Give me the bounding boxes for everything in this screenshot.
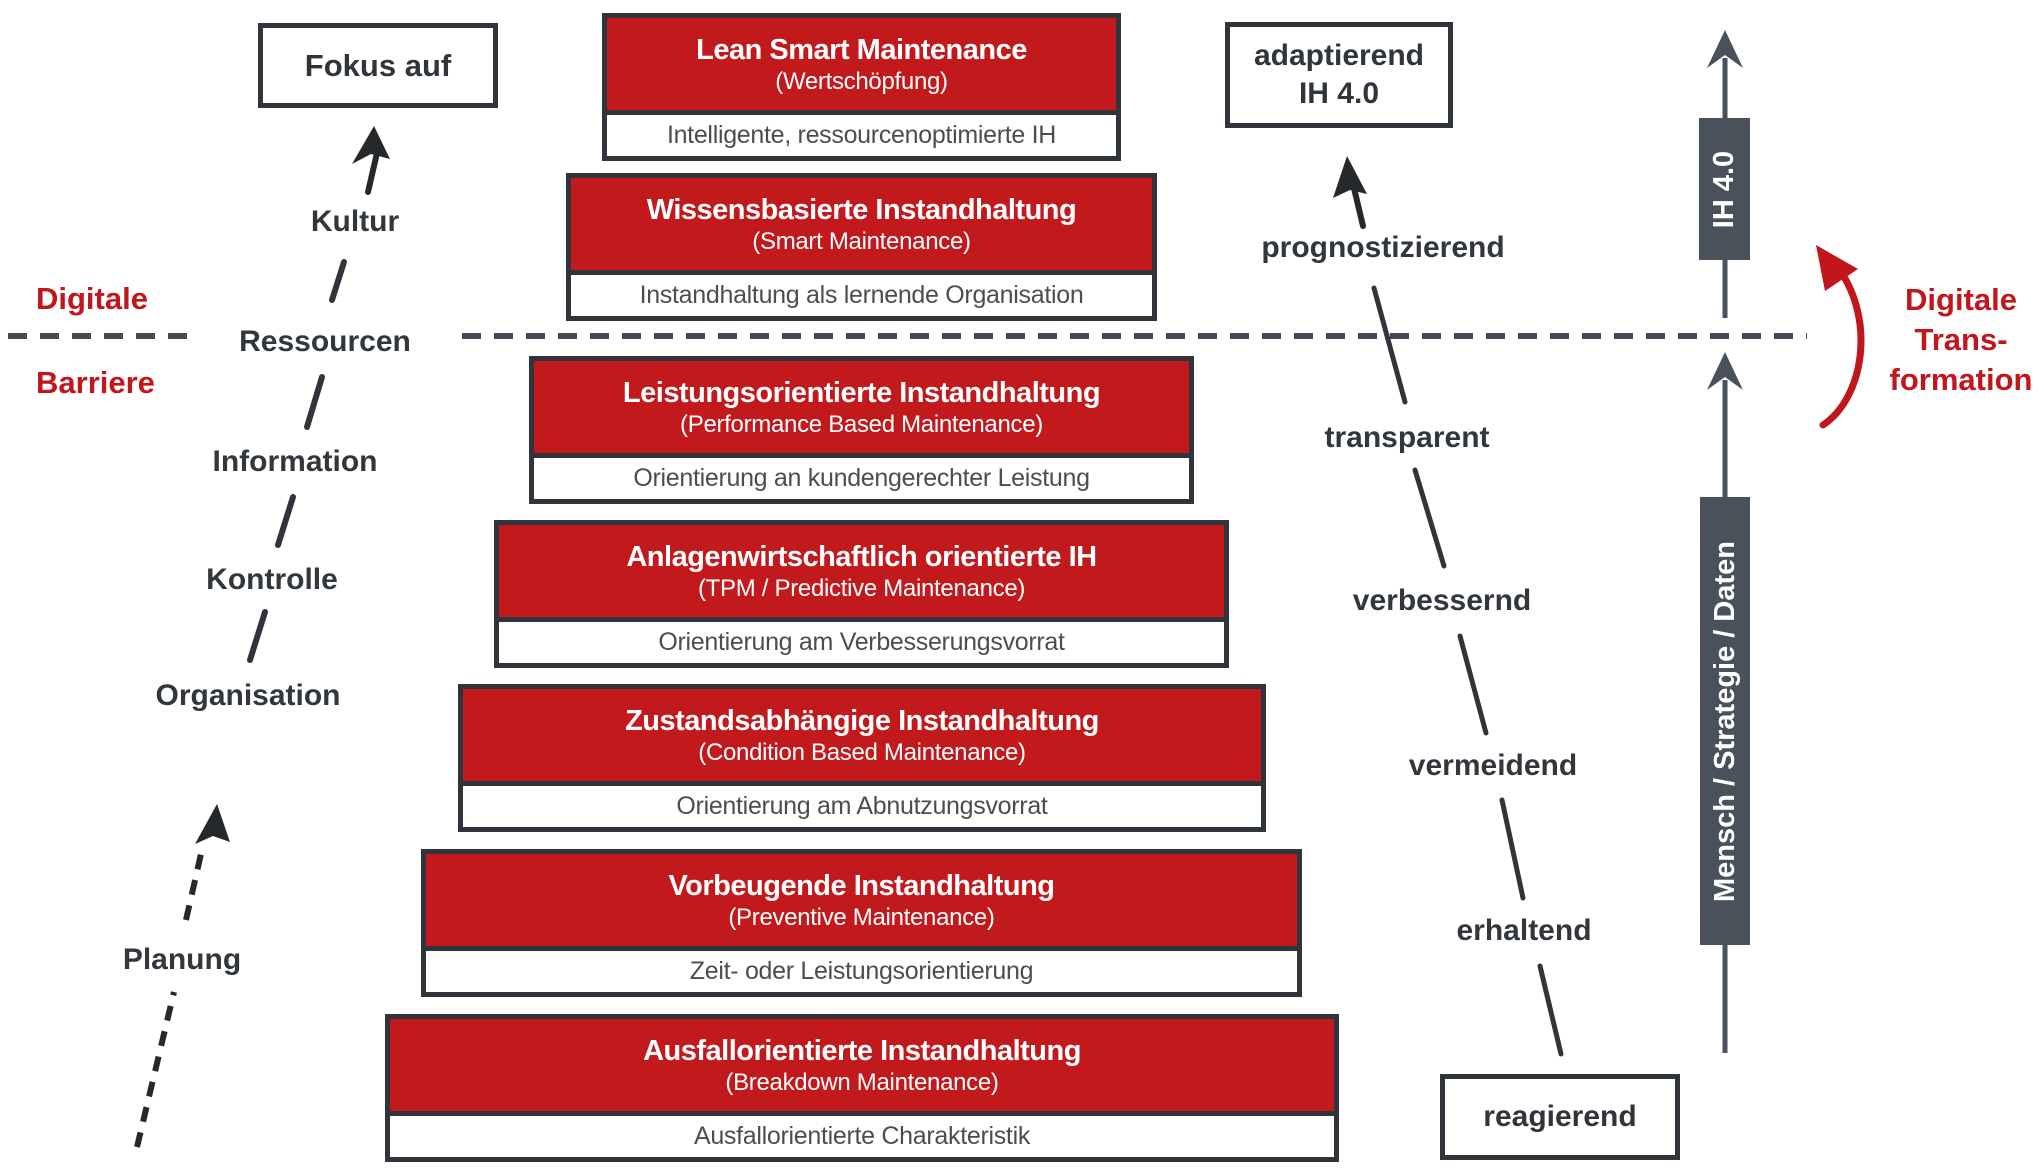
stage-subtitle: (Wertschöpfung) bbox=[775, 67, 948, 95]
msd-axis-bar: Mensch / Strategie / Daten bbox=[1700, 497, 1750, 945]
stage-title: Leistungsorientierte Instandhaltung bbox=[622, 376, 1101, 409]
transformation-label-line1: Digitale bbox=[1905, 282, 2017, 317]
stage-box-lean-smart: Lean Smart Maintenance (Wertschöpfung) I… bbox=[602, 13, 1121, 161]
planung-dashed-line bbox=[183, 844, 206, 921]
stage-description: Zeit- oder Leistungsorientierung bbox=[689, 957, 1034, 985]
chain-step-erhaltend: erhaltend bbox=[1456, 914, 1592, 947]
ladder-slash bbox=[304, 374, 325, 430]
chain-segment bbox=[1499, 797, 1526, 901]
stage-box-vorbeugend: Vorbeugende Instandhaltung (Preventive M… bbox=[421, 849, 1302, 997]
chain-step-prognostizierend: prognostizierend bbox=[1261, 231, 1505, 264]
barrier-label-line1: Digitale bbox=[36, 281, 148, 316]
ladder-step-kontrolle: Kontrolle bbox=[206, 563, 338, 596]
stage-title: Lean Smart Maintenance bbox=[696, 33, 1027, 66]
chain-step-vermeidend: vermeidend bbox=[1408, 749, 1578, 782]
ladder-step-organisation: Organisation bbox=[155, 679, 341, 712]
stage-box-zustandsabhaengig: Zustandsabhängige Instandhaltung (Condit… bbox=[458, 684, 1266, 832]
chain-step-verbessernd: verbessernd bbox=[1352, 584, 1532, 617]
ih40-axis-bar: IH 4.0 bbox=[1699, 118, 1750, 260]
ih40-axis-label: IH 4.0 bbox=[1708, 150, 1740, 228]
stage-description: Orientierung am Verbesserungsvorrat bbox=[658, 628, 1065, 656]
chain-segment bbox=[1537, 963, 1564, 1057]
transformation-arrowhead-icon bbox=[1816, 245, 1858, 291]
chain-segment bbox=[1371, 285, 1408, 405]
ladder-step-planung: Planung bbox=[122, 943, 242, 976]
stage-box-ausfallorientiert: Ausfallorientierte Instandhaltung (Break… bbox=[385, 1014, 1339, 1162]
stage-box-wissensbasiert: Wissensbasierte Instandhaltung (Smart Ma… bbox=[566, 173, 1157, 321]
stage-title: Zustandsabhängige Instandhaltung bbox=[625, 704, 1099, 737]
stage-description: Orientierung am Abnutzungsvorrat bbox=[676, 792, 1048, 820]
chain-arrow-icon bbox=[1351, 185, 1366, 229]
kultur-focus-arrowhead-icon bbox=[352, 126, 390, 164]
stage-title: Ausfallorientierte Instandhaltung bbox=[643, 1034, 1081, 1067]
planung-dashed-line bbox=[134, 991, 177, 1148]
kultur-focus-arrow-icon bbox=[365, 150, 380, 195]
msd-axis-label: Mensch / Strategie / Daten bbox=[1708, 540, 1741, 902]
stage-subtitle: (Condition Based Maintenance) bbox=[698, 738, 1026, 766]
stage-title: Anlagenwirtschaftlich orientierte IH bbox=[626, 540, 1097, 573]
ih40-axis-arrowhead-icon bbox=[1707, 30, 1743, 68]
reagierend-box: reagierend bbox=[1440, 1074, 1680, 1160]
stage-subtitle: (Preventive Maintenance) bbox=[728, 903, 995, 931]
msd-axis-arrowhead-icon bbox=[1707, 352, 1743, 390]
adaptierend-box-line1: adaptierend bbox=[1253, 39, 1425, 72]
stage-subtitle: (Breakdown Maintenance) bbox=[725, 1068, 999, 1096]
transformation-label-line2: Trans- bbox=[1914, 322, 2008, 357]
stage-title: Wissensbasierte Instandhaltung bbox=[646, 193, 1077, 226]
stage-subtitle: (Smart Maintenance) bbox=[752, 227, 971, 255]
planung-arrowhead-icon bbox=[195, 804, 230, 844]
focus-box: Fokus auf bbox=[258, 23, 498, 108]
barrier-label-line2: Barriere bbox=[36, 365, 155, 400]
ladder-step-information: Information bbox=[212, 445, 378, 478]
stage-description: Instandhaltung als lernende Organisation bbox=[639, 281, 1084, 309]
stage-title: Vorbeugende Instandhaltung bbox=[668, 869, 1055, 902]
transformation-arrow-icon bbox=[1819, 261, 1865, 429]
transformation-label-line3: formation bbox=[1889, 362, 2033, 397]
stage-subtitle: (Performance Based Maintenance) bbox=[680, 410, 1043, 438]
stage-subtitle: (TPM / Predictive Maintenance) bbox=[697, 574, 1026, 602]
stage-description: Ausfallorientierte Charakteristik bbox=[693, 1122, 1031, 1150]
adaptierend-box: adaptierend IH 4.0 bbox=[1225, 22, 1453, 128]
adaptierend-box-line2: IH 4.0 bbox=[1298, 77, 1380, 110]
ladder-slash bbox=[247, 609, 268, 663]
transformation-label: Digitale Trans- formation bbox=[1878, 280, 2044, 400]
stage-description: Orientierung an kundengerechter Leistung bbox=[633, 464, 1090, 492]
stage-box-anlagenwirtschaftlich: Anlagenwirtschaftlich orientierte IH (TP… bbox=[494, 520, 1229, 668]
chain-step-transparent: transparent bbox=[1324, 421, 1490, 454]
ladder-slash bbox=[275, 494, 296, 548]
ladder-slash bbox=[329, 259, 347, 303]
chain-arrowhead-icon bbox=[1333, 156, 1367, 198]
stage-description: Intelligente, ressourcenoptimierte IH bbox=[666, 121, 1057, 149]
ladder-step-kultur: Kultur bbox=[310, 205, 400, 238]
ladder-step-ressourcen: Ressourcen bbox=[239, 325, 411, 358]
chain-segment bbox=[1457, 633, 1489, 736]
chain-segment bbox=[1412, 467, 1447, 569]
stage-box-leistungsorientiert: Leistungsorientierte Instandhaltung (Per… bbox=[529, 356, 1194, 504]
